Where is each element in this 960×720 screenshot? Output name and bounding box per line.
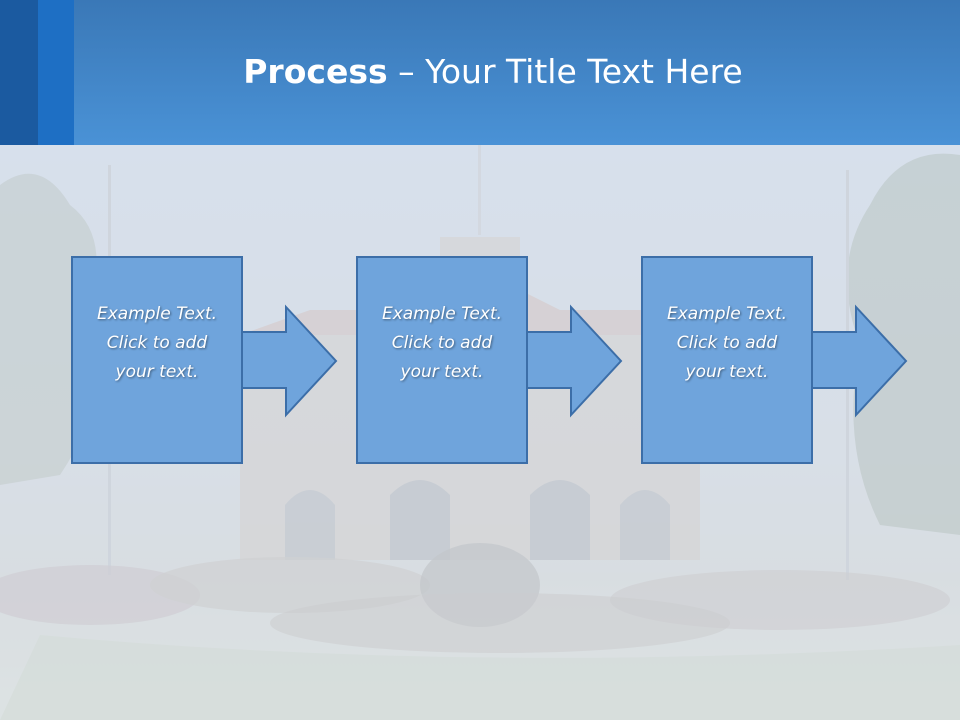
accent-stripe-light <box>38 0 74 145</box>
process-arrow-3[interactable] <box>809 304 908 418</box>
slide-title[interactable]: Process – Your Title Text Here <box>0 52 960 91</box>
process-arrow-2[interactable] <box>524 304 623 418</box>
process-arrow-1[interactable] <box>239 304 338 418</box>
process-step-3[interactable]: Example Text. Click to add your text. <box>641 256 813 464</box>
process-step-1[interactable]: Example Text. Click to add your text. <box>71 256 243 464</box>
title-banner: Process – Your Title Text Here <box>0 0 960 145</box>
process-step-2[interactable]: Example Text. Click to add your text. <box>356 256 528 464</box>
process-step-1-text: Example Text. Click to add your text. <box>96 303 218 382</box>
slide-title-rest: – Your Title Text Here <box>387 52 743 91</box>
process-step-3-text: Example Text. Click to add your text. <box>666 303 788 382</box>
process-step-2-text: Example Text. Click to add your text. <box>381 303 503 382</box>
accent-stripe-dark <box>0 0 38 145</box>
slide-title-bold: Process <box>243 52 388 91</box>
